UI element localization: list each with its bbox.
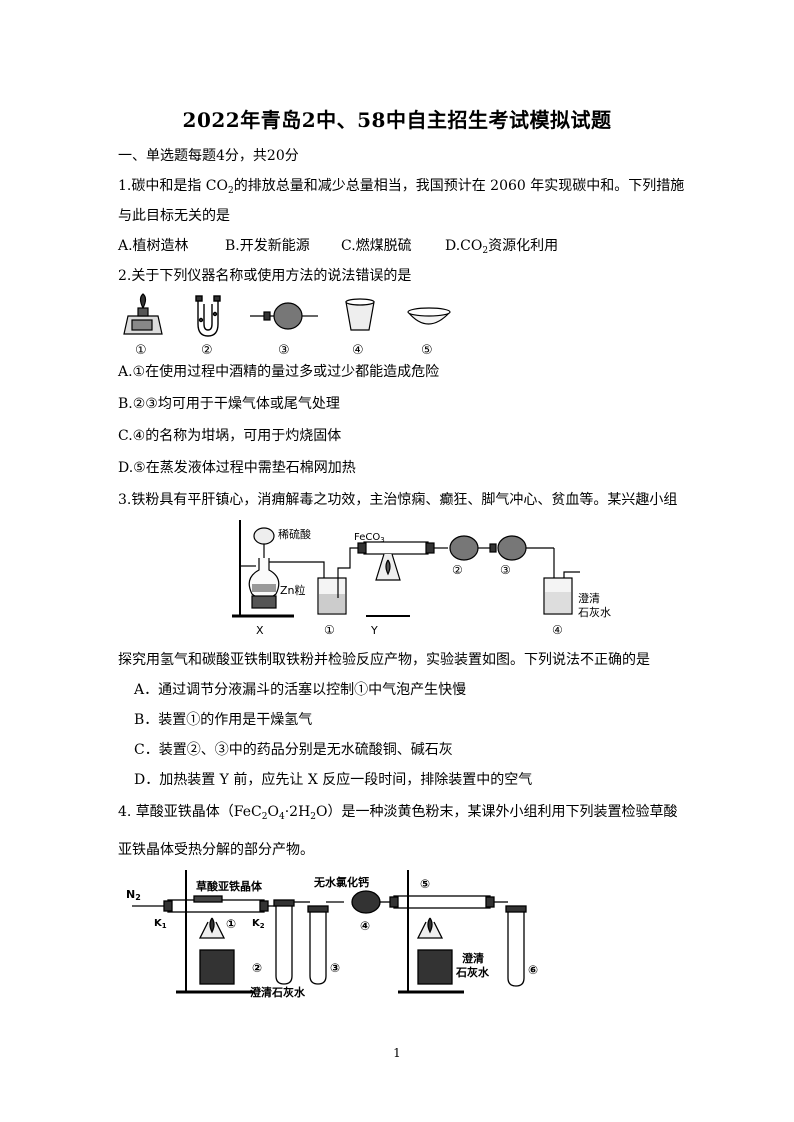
q4-text-a: 4. 草酸亚铁晶体（FeC (118, 804, 262, 820)
q4-k2-text: K (252, 918, 261, 929)
q3-stem-2: 探究用氢气和碳酸亚铁制取铁粉并检验反应产物，实验装置如图。下列说法不正确的是 (118, 652, 650, 668)
q3-label-x: X (256, 624, 264, 637)
q3-option-c: C．装置②、③中的药品分别是无水硫酸铜、碱石灰 (134, 742, 453, 758)
q3-label-lime2: 石灰水 (578, 605, 611, 619)
q1-option-b: B.开发新能源 (225, 238, 310, 254)
q4-label-lime-bottom: 澄清石灰水 (250, 985, 306, 999)
q3-option-b: B．装置①的作用是干燥氢气 (134, 712, 313, 728)
drying-tube-icon (250, 302, 318, 330)
q1-text-b: 的排放总量和减少总量相当，我国预计在 2060 年实现碳中和。下列措施 (233, 178, 685, 194)
q2-option-d: D.⑤在蒸发液体过程中需垫石棉网加热 (118, 460, 356, 476)
q4-n2-sub: 2 (135, 893, 141, 902)
q3-label-lime1: 澄清 (578, 591, 600, 605)
q4-sub-3: 2 (310, 812, 317, 822)
q1-sub: 2 (228, 186, 234, 196)
q4-label-6: ⑥ (528, 963, 538, 977)
q4-label-k1: K1 (154, 918, 167, 930)
q2-option-a: A.①在使用过程中酒精的量过多或过少都能造成危险 (118, 364, 440, 380)
q3-apparatus-figure: 稀硫酸 FeCO3 Zn粒 X ① Y ② ③ 澄清 石灰水 ④ (232, 520, 611, 637)
q2-option-b: B.②③均可用于干燥气体或尾气处理 (118, 396, 340, 412)
q4-k1-sub: 1 (162, 922, 167, 930)
q4-label-k2: K2 (252, 918, 265, 930)
q3-label-acid: 稀硫酸 (278, 527, 311, 541)
q4-label-lime-r2: 石灰水 (455, 965, 490, 979)
q2-label-1: ① (135, 343, 147, 358)
q4-sub-2: 4 (278, 812, 285, 822)
q4-k1-text: K (154, 918, 163, 929)
q2-label-5: ⑤ (421, 343, 433, 358)
q1-option-d-sub: 2 (482, 246, 489, 256)
q3-feco3-text: FeCO (354, 532, 380, 543)
q2-label-3: ③ (278, 343, 290, 358)
q4-text-d: O）是一种淡黄色粉末，某课外小组利用下列装置检验草酸 (316, 804, 678, 820)
q4-text-b: O (267, 804, 279, 820)
q2-label-4: ④ (352, 343, 364, 358)
q1-stem-line1: 1.碳中和是指 CO2的排放总量和减少总量相当，我国预计在 2060 年实现碳中… (118, 176, 684, 196)
q4-apparatus-figure: N2 K1 K2 草酸亚铁晶体 无水氯化钙 ① ② ③ ④ ⑤ ⑥ 澄清石灰水 … (126, 870, 538, 999)
q1-option-d-text-a: D.CO (445, 238, 483, 254)
q4-label-2: ② (252, 961, 262, 975)
q2-instruments-figure: ① ② ③ ④ ⑤ (123, 293, 451, 358)
page-number: 1 (393, 1046, 401, 1060)
q2-stem: 2.关于下列仪器名称或使用方法的说法错误的是 (118, 268, 412, 284)
q4-label-cacl2: 无水氯化钙 (313, 875, 369, 889)
q1-stem-line2: 与此目标无关的是 (118, 208, 230, 224)
q1-option-c: C.燃煤脱硫 (341, 238, 412, 254)
q1-option-d: D.CO2资源化利用 (445, 236, 558, 256)
q3-label-2: ② (452, 563, 463, 577)
q4-text-c: ·2H (284, 804, 311, 820)
q3-label-y: Y (370, 624, 378, 637)
section-heading: 一、单选题每题4分，共20分 (118, 148, 299, 164)
q4-label-crystal: 草酸亚铁晶体 (196, 879, 263, 893)
q4-stem-line1: 4. 草酸亚铁晶体（FeC2O4·2H2O）是一种淡黄色粉末，某课外小组利用下列… (118, 802, 678, 822)
crucible-icon (345, 298, 375, 331)
q2-option-c: C.④的名称为坩埚，可用于灼烧固体 (118, 428, 342, 444)
q3-option-d: D．加热装置 Y 前，应先让 X 反应一段时间，排除装置中的空气 (134, 772, 533, 788)
q4-label-1: ① (226, 917, 236, 931)
q4-stem-line2: 亚铁晶体受热分解的部分产物。 (118, 842, 314, 858)
q3-stem: 3.铁粉具有平肝镇心，消痈解毒之功效，主治惊痫、癫狂、脚气冲心、贫血等。某兴趣小… (118, 492, 678, 508)
q3-label-4: ④ (552, 623, 563, 637)
q3-label-zn: Zn粒 (280, 583, 306, 597)
evaporating-dish-icon (407, 307, 451, 325)
q4-label-3: ③ (330, 961, 340, 975)
q4-label-n2: N2 (126, 888, 141, 902)
q4-label-4: ④ (360, 919, 370, 933)
q4-label-lime-r1: 澄清 (462, 951, 484, 965)
page-title: 2022年青岛2中、58中自主招生考试模拟试题 (182, 108, 612, 132)
q2-label-2: ② (201, 343, 213, 358)
q1-option-d-text-b: 资源化利用 (488, 238, 559, 254)
q1-option-a: A.植树造林 (118, 238, 189, 254)
q4-n2-text: N (126, 888, 135, 901)
q3-feco3-sub: 3 (380, 536, 384, 544)
q4-sub-1: 2 (261, 812, 268, 822)
u-tube-icon (195, 295, 221, 337)
q3-label-1: ① (324, 623, 335, 637)
q1-text-a: 1.碳中和是指 CO (118, 178, 228, 194)
q4-k2-sub: 2 (260, 922, 265, 930)
q4-label-5: ⑤ (420, 877, 430, 891)
q3-label-3: ③ (500, 563, 511, 577)
q3-label-feco3: FeCO3 (354, 532, 385, 544)
q3-option-a: A．通过调节分液漏斗的活塞以控制①中气泡产生快慢 (134, 682, 467, 698)
alcohol-lamp-icon (123, 293, 163, 335)
